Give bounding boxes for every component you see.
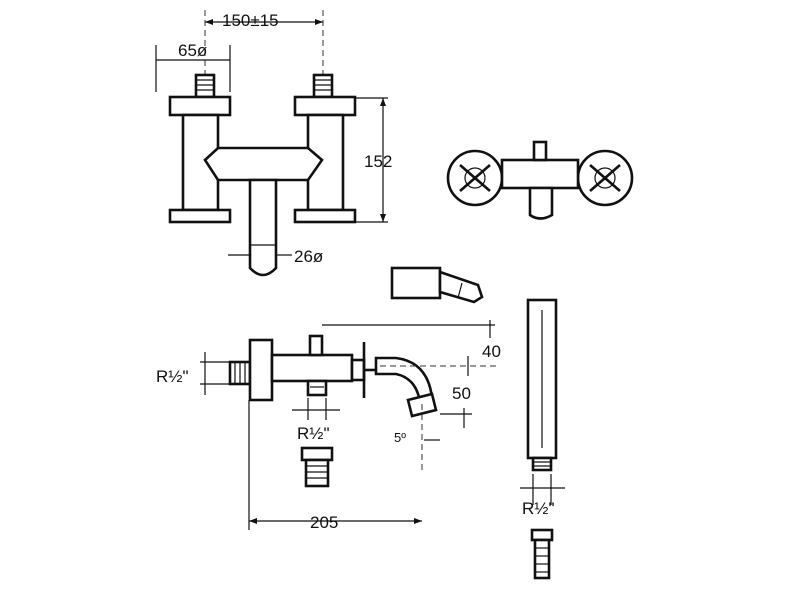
handle-view bbox=[446, 140, 634, 220]
dim-depth-lower: 50 bbox=[452, 384, 471, 403]
dim-inlet-diameter: 65ø bbox=[178, 41, 207, 60]
dim-outlet-thread-bottom: R½" bbox=[297, 424, 330, 443]
dim-center-distance: 150±15 bbox=[222, 11, 279, 30]
dim-spout-diameter: 26ø bbox=[294, 247, 323, 266]
front-view bbox=[155, 10, 388, 277]
shower-holder bbox=[390, 266, 484, 304]
dim-shower-thread: R½" bbox=[522, 499, 555, 518]
side-view bbox=[200, 320, 500, 530]
hand-shower bbox=[520, 298, 565, 580]
dim-spout-angle: 5º bbox=[394, 430, 406, 445]
dim-depth-upper: 40 bbox=[482, 342, 501, 361]
dim-height: 152 bbox=[364, 152, 392, 171]
dim-wall-thread-left: R½" bbox=[156, 367, 189, 386]
dim-length: 205 bbox=[310, 513, 338, 532]
